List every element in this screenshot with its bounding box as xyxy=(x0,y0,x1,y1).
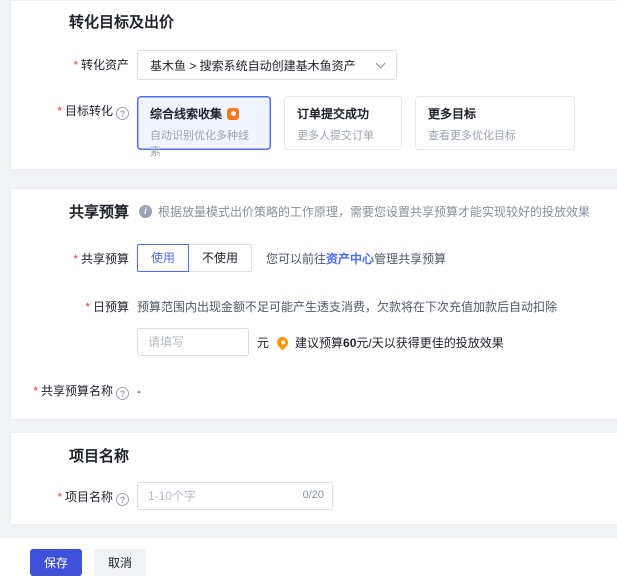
shared-budget-use-button[interactable]: 使用 xyxy=(137,244,190,272)
project-name-help-icon[interactable]: ? xyxy=(116,493,129,506)
shared-budget-toggle: 使用 不使用 xyxy=(137,244,253,274)
goal-card-order-submit[interactable]: 订单提交成功 更多人提交订单 xyxy=(284,96,402,150)
budget-section-title: 共享预算 xyxy=(69,204,130,221)
goal-help-icon[interactable]: ? xyxy=(116,107,129,120)
asset-center-link[interactable]: 资产中心 xyxy=(326,252,375,266)
tip-bulb-icon xyxy=(274,334,291,350)
conversion-section: 转化目标及出价 *转化资产 基木鱼 > 搜索系统自动创建基木鱼资产 *目标转化?… xyxy=(10,0,617,170)
conversion-section-title: 转化目标及出价 xyxy=(69,14,175,31)
budget-section: 共享预算 i 根据放量模式出价策略的工作原理，需要您设置共享预算才能实现较好的投… xyxy=(10,188,617,420)
budget-tip: 建议预算60元/天以获得更佳的投放效果 xyxy=(295,335,504,350)
project-section: 项目名称 *项目名称? 0/20 xyxy=(10,432,617,525)
goal-card-subtitle: 查看更多优化目标 xyxy=(428,130,516,142)
daily-budget-label: *日预算 xyxy=(85,300,129,314)
char-counter: 0/20 xyxy=(302,489,324,501)
goal-card-subtitle: 更多人提交订单 xyxy=(297,130,374,142)
asset-label: *转化资产 xyxy=(73,58,129,72)
shared-budget-name-label: *共享预算名称? xyxy=(21,376,129,406)
action-bar: 保存 取消 xyxy=(0,537,617,586)
shared-budget-hint: 您可以前往资产中心管理共享预算 xyxy=(266,252,447,266)
project-section-title: 项目名称 xyxy=(69,448,130,465)
info-icon: i xyxy=(139,205,153,218)
conversion-asset-value: 基木鱼 > 搜索系统自动创建基木鱼资产 xyxy=(150,58,356,73)
currency-unit: 元 xyxy=(257,335,270,350)
shared-budget-name-value: - xyxy=(137,384,141,398)
daily-budget-input[interactable] xyxy=(137,328,249,356)
save-button[interactable]: 保存 xyxy=(30,548,83,576)
shared-budget-label: *共享预算 xyxy=(73,252,129,266)
section-divider xyxy=(0,525,617,537)
daily-budget-desc: 预算范围内出现金额不足可能产生透支消费，欠款将在下次充值加款后自动扣除 xyxy=(137,300,558,314)
section-divider xyxy=(0,170,617,188)
goal-card-lead-collection[interactable]: 综合线索收集 自动识别优化多种线索 xyxy=(137,96,271,158)
shared-budget-no-use-button[interactable]: 不使用 xyxy=(189,244,253,272)
hot-badge-icon xyxy=(227,107,240,120)
project-name-input[interactable] xyxy=(137,482,333,510)
cancel-button[interactable]: 取消 xyxy=(94,548,147,576)
chevron-down-icon xyxy=(375,58,386,68)
project-name-label: *项目名称? xyxy=(21,482,129,512)
goal-card-subtitle: 自动识别优化多种线索 xyxy=(150,130,249,158)
conversion-asset-select[interactable]: 基木鱼 > 搜索系统自动创建基木鱼资产 xyxy=(137,50,397,80)
budget-name-help-icon[interactable]: ? xyxy=(116,387,129,400)
goal-label: *目标转化? xyxy=(21,96,129,126)
budget-note: i 根据放量模式出价策略的工作原理，需要您设置共享预算才能实现较好的投放效果 xyxy=(139,203,590,220)
section-divider xyxy=(0,420,617,432)
goal-card-more-goals[interactable]: 更多目标 查看更多优化目标 xyxy=(415,96,575,150)
